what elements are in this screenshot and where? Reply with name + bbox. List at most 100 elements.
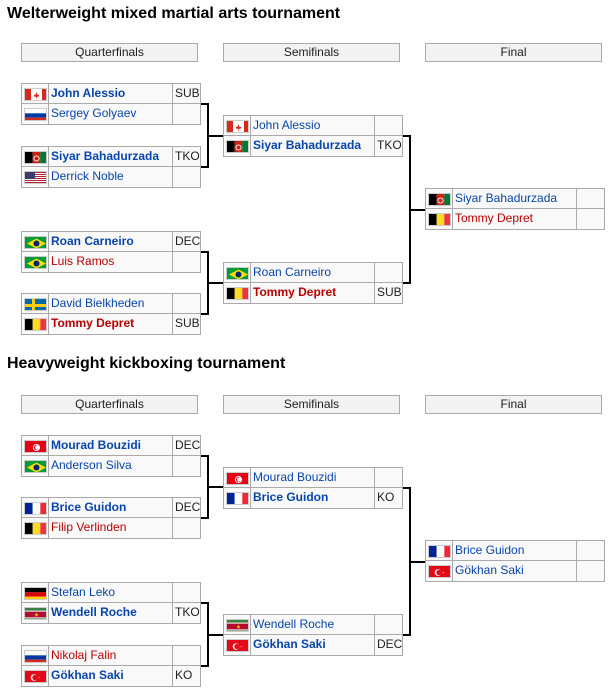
competitor-name-cell: Tommy Depret <box>251 283 375 304</box>
competitor-name-link[interactable]: Luis Ramos <box>51 254 115 268</box>
france-flag-icon <box>226 492 249 505</box>
bracket-connector <box>201 602 209 667</box>
belgium-flag-icon <box>226 287 249 300</box>
competitor-row: Derrick Noble <box>21 167 201 188</box>
brazil-flag-icon <box>24 236 47 249</box>
competitor-row: Gökhan Saki DEC <box>223 635 403 656</box>
turkey-flag-icon <box>428 565 451 578</box>
competitor-name-link[interactable]: Roan Carneiro <box>253 265 332 279</box>
score-cell <box>173 582 201 603</box>
competitor-name-link[interactable]: Nikolaj Falin <box>51 648 117 662</box>
competitor-name-link[interactable]: Siyar Bahadurzada <box>51 149 160 163</box>
competitor-row: Mourad Bouzidi <box>223 467 403 488</box>
competitor-name-link[interactable]: Stefan Leko <box>51 585 116 599</box>
competitor-name-link[interactable]: John Alessio <box>51 86 126 100</box>
score-cell <box>375 614 403 635</box>
competitor-name-link[interactable]: Gökhan Saki <box>253 637 326 651</box>
turkey-flag-icon <box>226 639 249 652</box>
russia-flag-icon <box>24 650 47 663</box>
competitor-name-link[interactable]: Brice Guidon <box>455 543 525 557</box>
flag-cell <box>223 488 251 509</box>
competitor-name-cell: Nikolaj Falin <box>49 645 173 666</box>
competitor-name-link[interactable]: John Alessio <box>253 118 321 132</box>
competitor-name-link[interactable]: Anderson Silva <box>51 458 132 472</box>
turkey-flag-icon <box>24 670 47 683</box>
competitor-name-link[interactable]: Filip Verlinden <box>51 520 127 534</box>
competitor-name-link[interactable]: Brice Guidon <box>51 500 127 514</box>
bracket-connector <box>201 251 209 315</box>
competitor-name-link[interactable]: Sergey Golyaev <box>51 106 137 120</box>
competitor-name-link[interactable]: Wendell Roche <box>253 617 335 631</box>
competitor-name-cell: Stefan Leko <box>49 582 173 603</box>
score-cell <box>173 167 201 188</box>
competitor-name-cell: John Alessio <box>251 115 375 136</box>
competitor-name-link[interactable]: Gökhan Saki <box>455 563 524 577</box>
competitor-name-link[interactable]: Siyar Bahadurzada <box>253 138 362 152</box>
match: Mourad Bouzidi DEC Anderson Silva <box>21 435 201 477</box>
usa-flag-icon <box>24 171 47 184</box>
bracket-connector <box>209 633 223 636</box>
russia-flag-icon <box>24 108 47 121</box>
competitor-name-link[interactable]: Siyar Bahadurzada <box>455 191 558 205</box>
competitor-row: Filip Verlinden <box>21 518 201 539</box>
round-header: Semifinals <box>223 395 400 414</box>
canada-flag-icon <box>24 88 47 101</box>
competitor-name-link[interactable]: Brice Guidon <box>253 490 329 504</box>
flag-cell <box>21 314 49 335</box>
competitor-name-cell: Brice Guidon <box>49 497 173 518</box>
competitor-name-cell: Siyar Bahadurzada <box>49 146 173 167</box>
competitor-name-link[interactable]: Gökhan Saki <box>51 668 124 682</box>
competitor-row: Luis Ramos <box>21 252 201 273</box>
competitor-name-link[interactable]: Mourad Bouzidi <box>51 438 141 452</box>
brazil-flag-icon <box>226 267 249 280</box>
competitor-name-cell: Siyar Bahadurzada <box>251 136 375 157</box>
score-cell: TKO <box>375 136 403 157</box>
competitor-name-cell: Sergey Golyaev <box>49 104 173 125</box>
score-cell: DEC <box>173 435 201 456</box>
competitor-name-link[interactable]: Tommy Depret <box>455 211 534 225</box>
competitor-row: Roan Carneiro DEC <box>21 231 201 252</box>
score-cell: DEC <box>375 635 403 656</box>
score-cell: TKO <box>173 146 201 167</box>
competitor-name-link[interactable]: Wendell Roche <box>51 605 137 619</box>
belgium-flag-icon <box>24 522 47 535</box>
flag-cell <box>21 435 49 456</box>
score-cell <box>173 518 201 539</box>
competitor-row: Brice Guidon <box>425 540 605 561</box>
competitor-name-cell: Mourad Bouzidi <box>49 435 173 456</box>
competitor-name-link[interactable]: Mourad Bouzidi <box>253 470 337 484</box>
competitor-row: David Bielkheden <box>21 293 201 314</box>
flag-cell <box>425 209 453 230</box>
tournament-title: Heavyweight kickboxing tournament <box>7 355 286 372</box>
brazil-flag-icon <box>24 256 47 269</box>
flag-cell <box>21 582 49 603</box>
score-cell <box>173 645 201 666</box>
bracket-connector <box>201 103 209 168</box>
tunisia-flag-icon <box>24 440 47 453</box>
competitor-row: Stefan Leko <box>21 582 201 603</box>
competitor-name-cell: Tommy Depret <box>49 314 173 335</box>
bracket-connector <box>403 135 411 284</box>
competitor-name-link[interactable]: Roan Carneiro <box>51 234 134 248</box>
flag-cell <box>425 188 453 209</box>
score-cell: TKO <box>173 603 201 624</box>
score-cell: DEC <box>173 231 201 252</box>
tunisia-flag-icon <box>226 472 249 485</box>
flag-cell <box>21 83 49 104</box>
score-cell <box>173 456 201 477</box>
competitor-row: Tommy Depret <box>425 209 605 230</box>
competitor-name-link[interactable]: Tommy Depret <box>51 316 135 330</box>
competitor-name-link[interactable]: Derrick Noble <box>51 169 124 183</box>
competitor-name-link[interactable]: David Bielkheden <box>51 296 145 310</box>
score-cell <box>577 561 605 582</box>
suriname-flag-icon <box>226 619 249 632</box>
competitor-name-link[interactable]: Tommy Depret <box>253 285 337 299</box>
match: Siyar Bahadurzada TKO Derrick Noble <box>21 146 201 188</box>
